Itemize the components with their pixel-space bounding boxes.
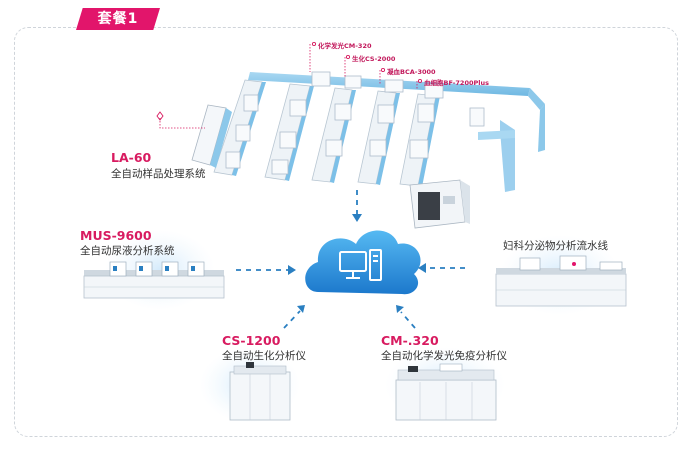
- gyn-line-desc: 妇科分泌物分析流水线: [503, 240, 608, 252]
- callout-markers: [156, 41, 423, 121]
- callout-cm320: 化学发光CM-320: [318, 42, 372, 50]
- la60-model: LA-60: [111, 150, 152, 165]
- cm320-model: CM-.320: [381, 333, 439, 348]
- mus9600-machine: [83, 261, 225, 299]
- gyn-line-machine: [495, 255, 627, 307]
- cm320-desc: 全自动化学发光免疫分析仪: [381, 350, 507, 362]
- cm320-machine: [395, 363, 497, 421]
- callout-bf7200plus: 血细胞BF-7200Plus: [424, 79, 489, 87]
- cs1200-model: CS-1200: [222, 333, 281, 348]
- la60-assembly-line: [191, 71, 545, 229]
- mus9600-desc: 全自动尿液分析系统: [80, 245, 175, 257]
- mus9600-model: MUS-9600: [80, 228, 152, 243]
- package-frame: [14, 27, 678, 437]
- callout-cs2000: 生化CS-2000: [352, 55, 396, 63]
- callout-bca3000: 凝血BCA-3000: [387, 68, 436, 76]
- callout-leaders: [159, 44, 418, 129]
- package-badge: 套餐1: [76, 8, 160, 30]
- cloud-server: [305, 230, 421, 295]
- connection-arrows: [236, 190, 465, 329]
- cs1200-desc: 全自动生化分析仪: [222, 350, 306, 362]
- arrowheads: [288, 214, 426, 313]
- la60-desc: 全自动样品处理系统: [111, 168, 206, 180]
- computer-icon: [339, 249, 382, 281]
- cs1200-machine: [229, 362, 291, 421]
